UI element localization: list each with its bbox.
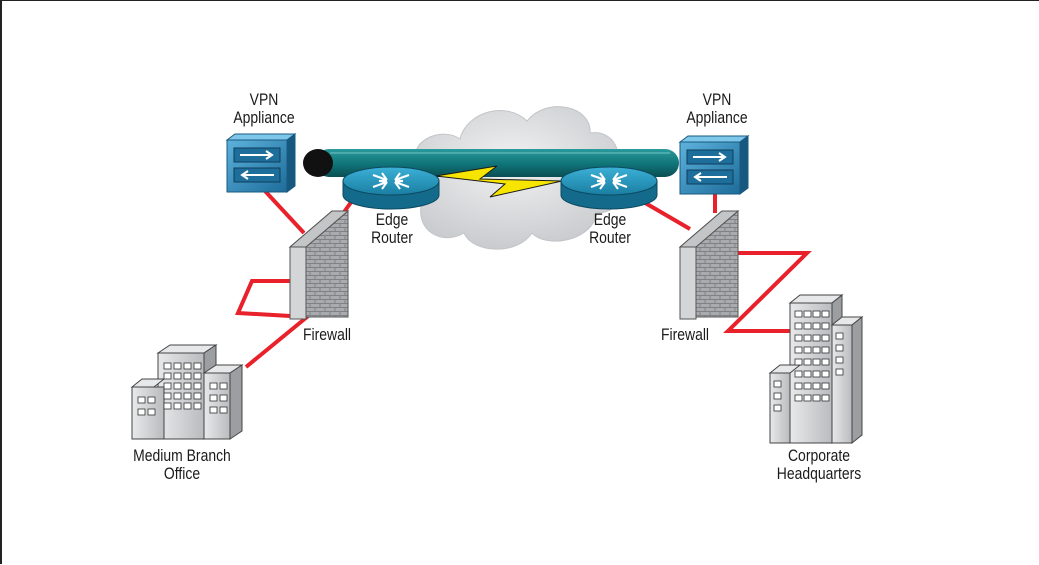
- label-line: Edge: [375, 210, 409, 229]
- edge-router-label-right: Edge Router: [581, 211, 638, 247]
- vpn-appliance-label-right: VPN Appliance: [680, 91, 754, 127]
- edge-router-label-left: Edge Router: [363, 211, 420, 247]
- vpn-appliance-icon: [678, 135, 750, 195]
- label-line: Appliance: [233, 108, 295, 127]
- label-line: Medium Branch: [133, 446, 231, 465]
- label-line: Firewall: [660, 325, 710, 344]
- link-firewall-hq: [723, 251, 812, 333]
- link-firewall-branch: [235, 279, 313, 369]
- building-icon: [768, 293, 864, 445]
- label-line: Router: [371, 228, 413, 247]
- router-icon: [342, 166, 440, 210]
- label-line: Corporate: [787, 446, 850, 465]
- label-line: Firewall: [302, 325, 352, 344]
- firewall-icon: [288, 209, 350, 320]
- headquarters-label: Corporate Headquarters: [766, 447, 873, 483]
- label-line: Edge: [593, 210, 627, 229]
- router-icon: [560, 166, 658, 210]
- link-vpn-firewall-left: [263, 189, 306, 235]
- label-line: Router: [589, 228, 631, 247]
- firewall-icon: [678, 209, 740, 320]
- cloud-icon: [400, 106, 623, 250]
- label-line: Office: [163, 464, 201, 483]
- label-line: Appliance: [686, 108, 748, 127]
- vpn-appliance-icon: [225, 133, 297, 193]
- label-line: VPN: [249, 90, 279, 109]
- branch-office-label: Medium Branch Office: [121, 447, 244, 483]
- label-line: VPN: [702, 90, 732, 109]
- firewall-label-right: Firewall: [652, 326, 718, 344]
- building-icon: [130, 344, 244, 440]
- label-line: Headquarters: [776, 464, 862, 483]
- firewall-label-left: Firewall: [294, 326, 360, 344]
- vpn-appliance-label-left: VPN Appliance: [231, 91, 297, 127]
